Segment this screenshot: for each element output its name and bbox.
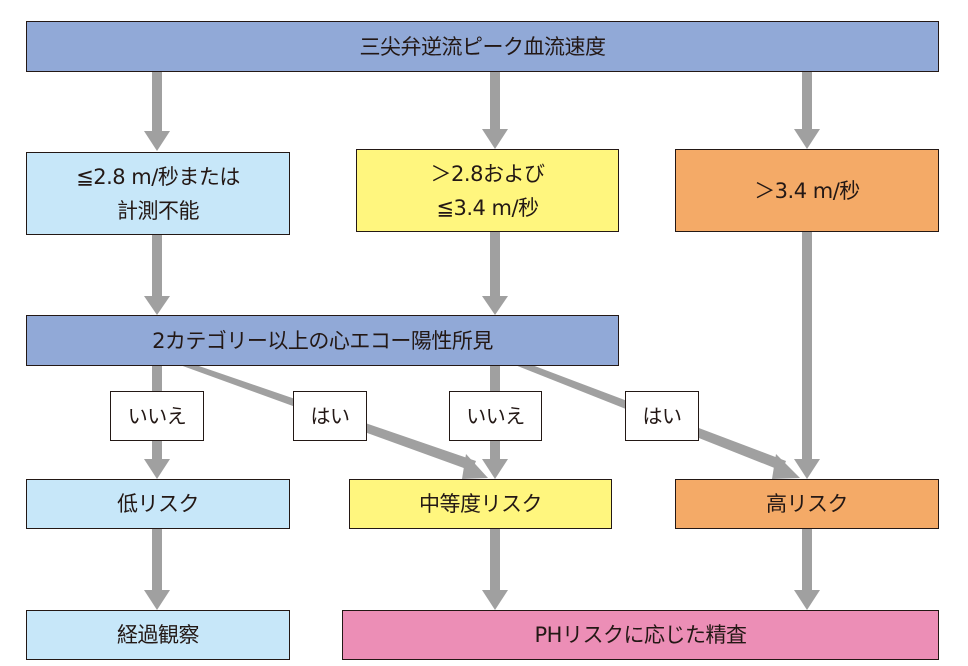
- tr-peak-velocity-text: 三尖弁逆流ピーク血流速度: [359, 34, 607, 59]
- low-velocity-node: ≦2.8 m/秒または 計測不能: [26, 152, 290, 235]
- arrow-intermediate-risk-to-workup: [482, 528, 508, 610]
- high-velocity-node: ＞3.4 m/秒: [675, 149, 939, 232]
- arrow-low-velocity-to-echo: [144, 234, 170, 315]
- arrow-mid-velocity-to-echo: [482, 231, 508, 315]
- decision-no-mid-text: いいえ: [466, 404, 525, 428]
- decision-no-left: いいえ: [110, 391, 204, 441]
- observation-node: 経過観察: [26, 610, 290, 660]
- high-risk-node: 高リスク: [675, 479, 939, 529]
- arrow-tr-to-mid-velocity: [482, 71, 508, 149]
- intermediate-risk-text: 中等度リスク: [419, 492, 543, 516]
- decision-yes-left: はい: [293, 391, 367, 441]
- mid-velocity-text: ＞2.8および ≦3.4 m/秒: [430, 161, 545, 220]
- echo-findings-text: 2カテゴリー以上の心エコー陽性所見: [152, 328, 493, 353]
- ph-risk-workup-node: PHリスクに応じた精査: [342, 610, 939, 660]
- decision-no-left-text: いいえ: [127, 404, 187, 428]
- decision-yes-right-text: はい: [642, 404, 683, 428]
- mid-velocity-node: ＞2.8および ≦3.4 m/秒: [356, 149, 619, 232]
- high-risk-text: 高リスク: [766, 492, 849, 516]
- arrow-tr-to-high-velocity: [794, 71, 820, 149]
- decision-yes-right: はい: [625, 391, 699, 441]
- arrow-tr-to-low-velocity: [144, 71, 170, 151]
- low-risk-text: 低リスク: [117, 492, 200, 516]
- decision-no-mid: いいえ: [449, 391, 542, 441]
- intermediate-risk-node: 中等度リスク: [349, 479, 612, 529]
- tr-peak-velocity-node: 三尖弁逆流ピーク血流速度: [26, 21, 939, 72]
- echo-findings-node: 2カテゴリー以上の心エコー陽性所見: [26, 315, 619, 366]
- arrow-low-risk-to-observation: [144, 528, 170, 610]
- high-velocity-text: ＞3.4 m/秒: [754, 178, 860, 203]
- arrow-high-velocity-to-high-risk: [794, 231, 820, 479]
- decision-yes-left-text: はい: [310, 404, 351, 428]
- observation-text: 経過観察: [117, 623, 200, 647]
- arrow-high-risk-to-workup: [794, 528, 820, 610]
- low-risk-node: 低リスク: [26, 479, 290, 529]
- low-velocity-text: ≦2.8 m/秒または 計測不能: [76, 164, 240, 223]
- ph-risk-workup-text: PHリスクに応じた精査: [534, 623, 747, 647]
